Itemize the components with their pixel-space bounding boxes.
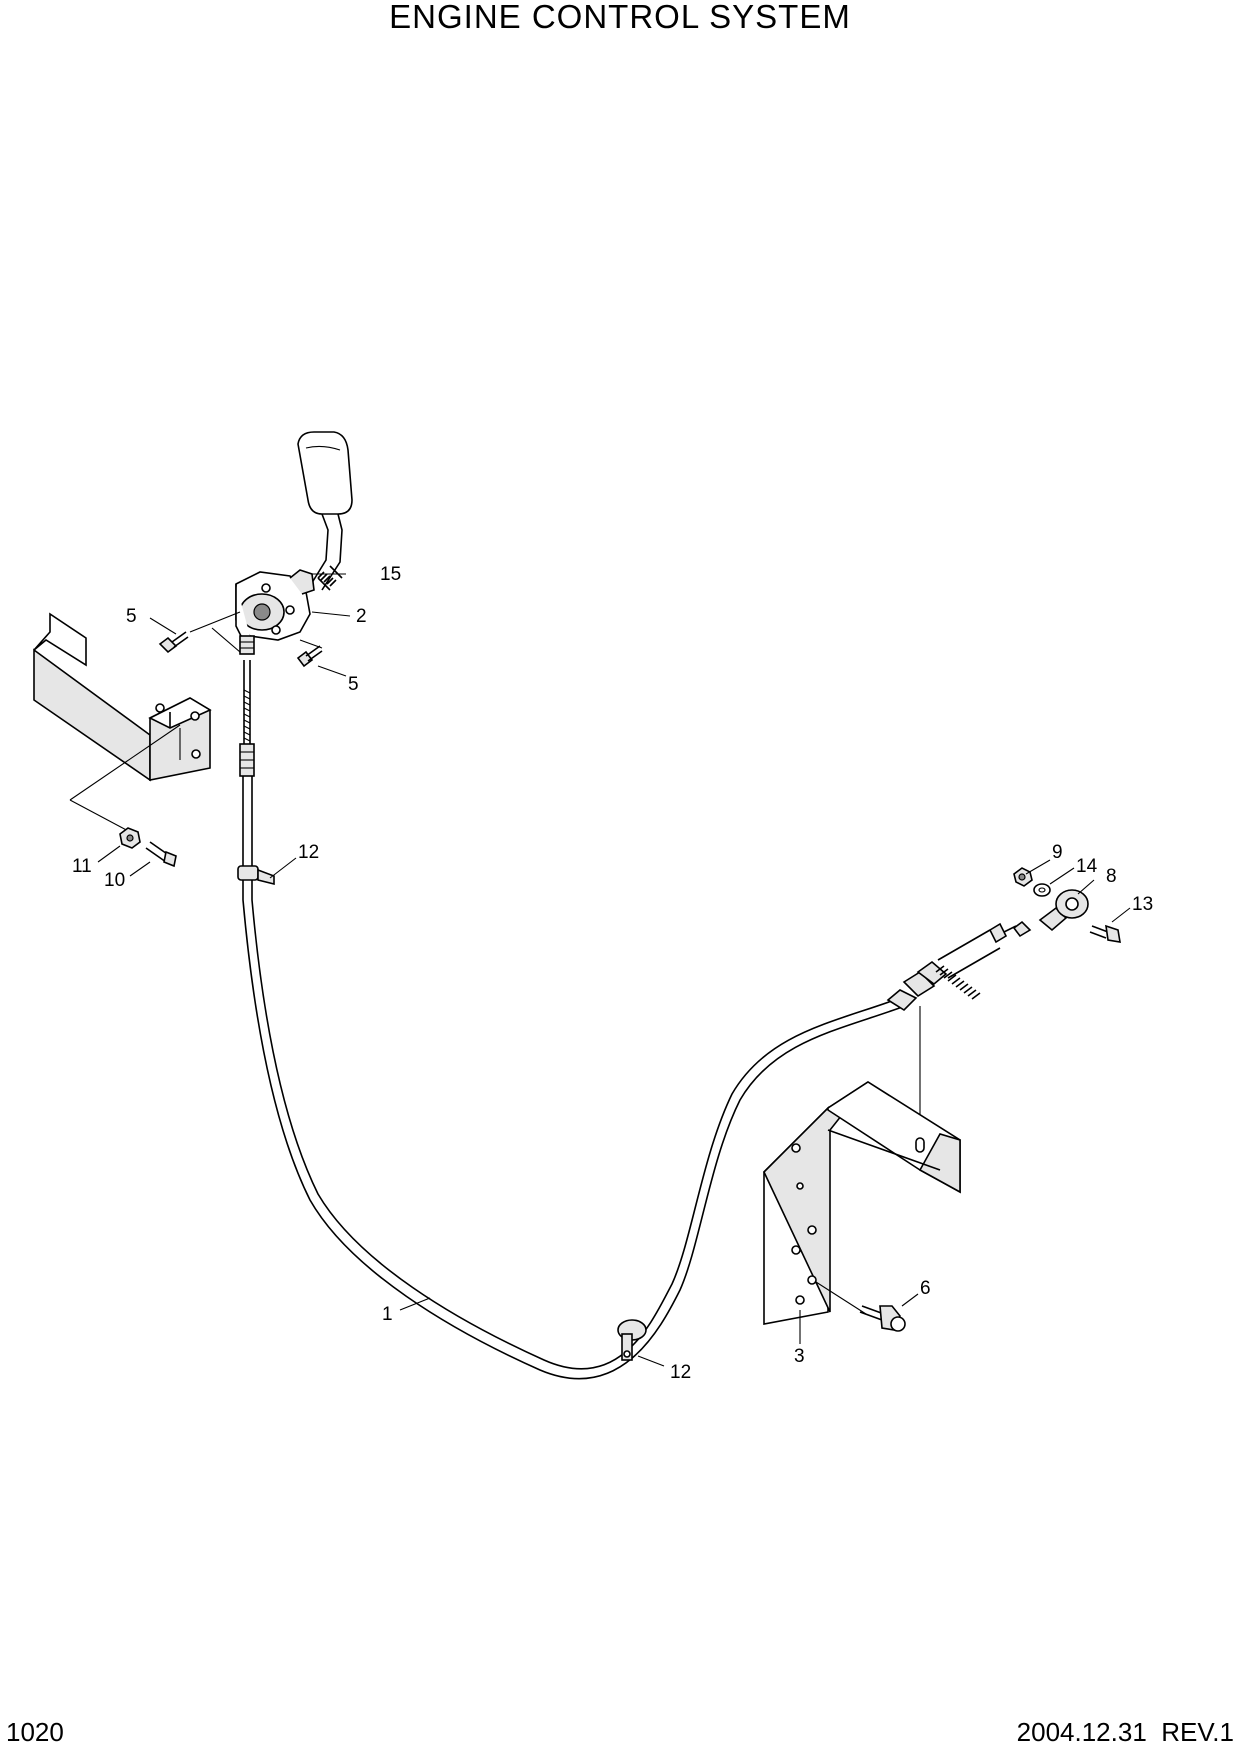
callout-11: 11 (72, 856, 92, 877)
bolt-part-13 (1089, 924, 1121, 943)
callout-13: 13 (1132, 894, 1153, 915)
washer-part-14 (1033, 883, 1051, 897)
nut-part-11 (119, 827, 141, 849)
throttle-cable-part-1 (239, 660, 906, 1380)
callout-5-upper: 5 (126, 606, 137, 627)
screw-part-5-upper (158, 611, 241, 654)
nut-part-9 (1013, 867, 1033, 887)
callout-9: 9 (1052, 842, 1063, 863)
throttle-lever-knob (297, 431, 353, 591)
cable-end-fitting (886, 920, 1032, 1140)
spring-part-15 (317, 565, 343, 591)
callout-14: 14 (1076, 856, 1098, 877)
callout-6: 6 (920, 1278, 931, 1299)
bolt-part-6 (859, 1305, 906, 1332)
callout-8: 8 (1106, 866, 1117, 887)
callout-leaders (97, 573, 1131, 1367)
revision-date: 2004.12.31 REV.1 (1016, 1717, 1234, 1747)
callout-12-lower: 12 (670, 1362, 691, 1383)
bolt-part-10 (145, 841, 177, 868)
screw-part-5-lower (296, 639, 323, 668)
right-mounting-bracket-part-3 (763, 1081, 961, 1325)
clamp-part-12-upper (237, 865, 275, 886)
page-title: ENGINE CONTROL SYSTEM (389, 0, 851, 35)
callout-10: 10 (104, 870, 125, 891)
rod-end-part-8 (1038, 889, 1089, 932)
callout-1: 1 (382, 1304, 393, 1325)
callout-3: 3 (794, 1346, 805, 1367)
callout-labels: 5 15 2 5 11 10 12 1 12 3 6 9 14 8 13 (72, 564, 1153, 1383)
callout-15: 15 (380, 564, 401, 585)
throttle-lever-body-part-2 (235, 569, 315, 655)
left-mounting-bracket (33, 612, 212, 833)
callout-12-upper: 12 (298, 842, 319, 863)
clamp-part-12-lower (617, 1319, 647, 1361)
callout-2: 2 (356, 606, 367, 627)
page-number: 1020 (6, 1717, 64, 1747)
callout-5-lower: 5 (348, 674, 359, 695)
